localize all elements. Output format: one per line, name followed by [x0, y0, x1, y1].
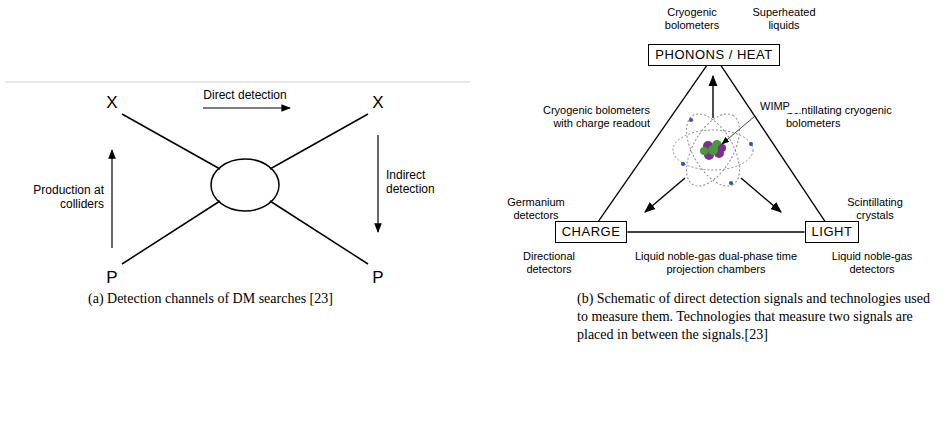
technology-label: Scintillating cryogenic bolometers: [784, 104, 910, 130]
signal-arrow: [645, 178, 685, 212]
nucleon: [708, 145, 718, 155]
technology-label: Scintillating crystals: [838, 196, 912, 222]
electron: [729, 181, 733, 185]
electron: [689, 118, 693, 122]
figure-caption: (a) Detection channels of DM searches [2…: [88, 290, 468, 308]
figure-caption: (b) Schematic of direct detection signal…: [577, 290, 942, 345]
particle-line: [270, 114, 368, 169]
signal-arrow: [712, 76, 713, 118]
signal-box: PHONONS / HEAT: [648, 44, 779, 66]
nucleon: [718, 144, 726, 152]
signal-box: LIGHT: [805, 221, 860, 243]
technology-label: Liquid noble-gas detectors: [822, 250, 922, 276]
technology-label: Germanium detectors: [500, 196, 572, 222]
channel-label: Production at colliders: [30, 183, 104, 212]
wimp-track: [722, 116, 755, 144]
triangle-edge: [721, 66, 825, 221]
particle-symbol: P: [366, 268, 390, 288]
technology-label: Directional detectors: [512, 250, 586, 276]
channel-arrow: [111, 150, 112, 248]
orbit: [676, 105, 751, 194]
particle-symbol: X: [366, 93, 390, 113]
particle-symbol: X: [100, 93, 124, 113]
particle-line: [122, 201, 220, 264]
signal-box: CHARGE: [555, 221, 628, 243]
channel-arrow: [203, 107, 290, 108]
particle-label: WIMP: [758, 100, 802, 113]
vertex-ellipse: [211, 159, 279, 211]
technology-label: Liquid noble-gas dual-phase time project…: [618, 250, 814, 276]
electron: [681, 162, 685, 166]
nucleon: [700, 147, 708, 155]
electron: [749, 142, 753, 146]
particle-line: [270, 201, 368, 264]
signal-name: PHONONS / HEAT: [655, 47, 772, 63]
particle-line: [122, 114, 220, 169]
channel-arrow: [377, 135, 378, 232]
triangle-edge: [599, 66, 707, 221]
signal-name: LIGHT: [812, 224, 853, 240]
atom-illustration: [673, 105, 753, 194]
signal-arrow: [741, 178, 781, 212]
channel-label: Direct detection: [195, 88, 295, 102]
technology-label: Superheated liquids: [745, 6, 823, 32]
channel-label: Indirect detection: [386, 168, 450, 197]
orbit: [673, 130, 753, 170]
orbit: [676, 105, 751, 194]
triangle-edge: [627, 231, 804, 232]
technology-label: Cryogenic bolometers: [653, 6, 731, 32]
particle-symbol: P: [100, 268, 124, 288]
signal-name: CHARGE: [562, 224, 621, 240]
rule-line: [5, 82, 470, 83]
technology-label: Cryogenic bolometers with charge readout: [520, 104, 652, 130]
